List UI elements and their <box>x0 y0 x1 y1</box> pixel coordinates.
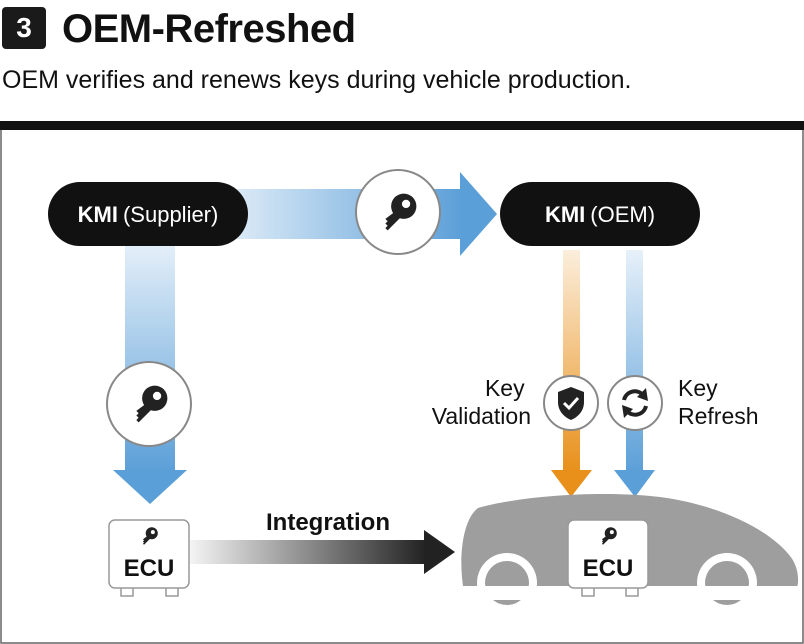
oem-node-label: (OEM) <box>590 202 655 227</box>
key-icon <box>106 361 192 447</box>
svg-text:KMI(Supplier): KMI(Supplier) <box>78 202 219 227</box>
page-title: OEM-Refreshed <box>62 7 356 51</box>
key-icon <box>355 169 441 255</box>
key-validation-arrow <box>551 250 592 497</box>
kmi-oem-node: KMI(OEM) <box>500 182 700 246</box>
header: 3 OEM-Refreshed OEM verifies and renews … <box>0 0 804 122</box>
supplier-node-bold: KMI <box>78 202 118 227</box>
oem-node-bold: KMI <box>545 202 585 227</box>
top-rule <box>0 121 804 130</box>
page-subtitle: OEM verifies and renews keys during vehi… <box>2 66 632 94</box>
key-validation-label: Key Validation <box>432 375 531 429</box>
kmi-supplier-node: KMI(Supplier) <box>48 182 248 246</box>
integration-label: Integration <box>266 509 390 536</box>
ecu-chip: ECU <box>108 519 190 597</box>
shield-check-icon <box>543 375 599 431</box>
integration-arrow <box>190 530 455 574</box>
svg-text:KMI(OEM): KMI(OEM) <box>545 202 655 227</box>
supplier-node-label: (Supplier) <box>123 202 218 227</box>
step-badge: 3 <box>2 7 46 49</box>
vehicle-ecu-label: ECU <box>583 555 634 582</box>
key-refresh-label: Key Refresh <box>678 375 759 429</box>
ecu-label: ECU <box>124 555 175 582</box>
vehicle-ecu-chip: ECU <box>567 519 649 597</box>
key-refresh-arrow <box>614 250 655 497</box>
refresh-icon <box>607 375 663 431</box>
